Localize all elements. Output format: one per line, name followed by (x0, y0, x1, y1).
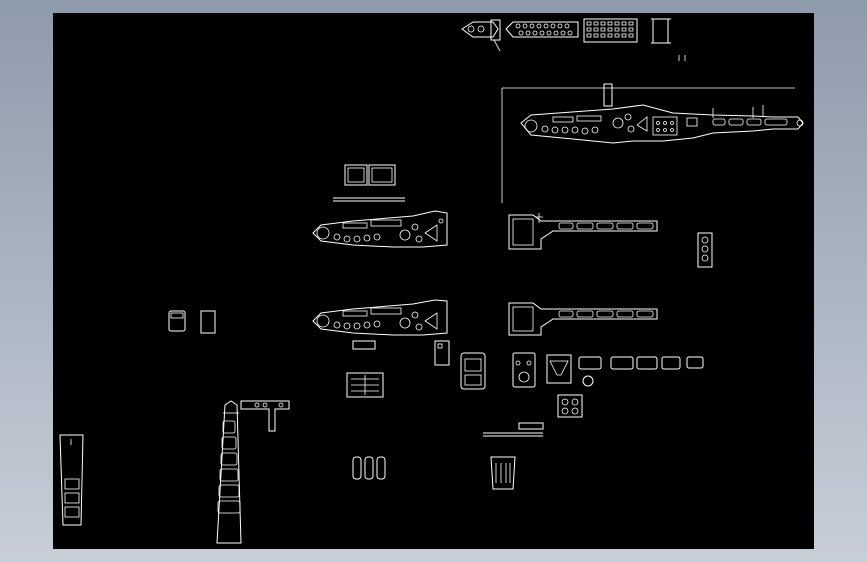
cockpit-frame-parts[interactable] (333, 164, 405, 202)
rail-parts[interactable] (483, 422, 544, 437)
tail-spine-tall[interactable] (216, 400, 242, 544)
fuselage-side-frame-1[interactable] (312, 210, 448, 248)
small-parts-center[interactable] (346, 340, 486, 398)
tail-boom-frame-1[interactable] (508, 213, 658, 250)
fuselage-side-frame-2[interactable] (312, 299, 448, 336)
cad-drawing (59, 18, 804, 544)
bulkhead-parts-cluster[interactable] (512, 352, 704, 418)
small-parts-left[interactable] (168, 310, 216, 334)
fuselage-side-frame-large[interactable] (501, 83, 804, 203)
t-bracket-part[interactable] (240, 400, 290, 432)
bracket-part-right[interactable] (697, 232, 713, 268)
tail-boom-frame-2[interactable] (508, 302, 658, 336)
top-strip-parts[interactable] (461, 18, 686, 61)
small-parts-bottom[interactable] (352, 456, 516, 490)
model-space-drawing-area[interactable] (53, 13, 814, 549)
tail-fin-part[interactable] (59, 434, 84, 526)
